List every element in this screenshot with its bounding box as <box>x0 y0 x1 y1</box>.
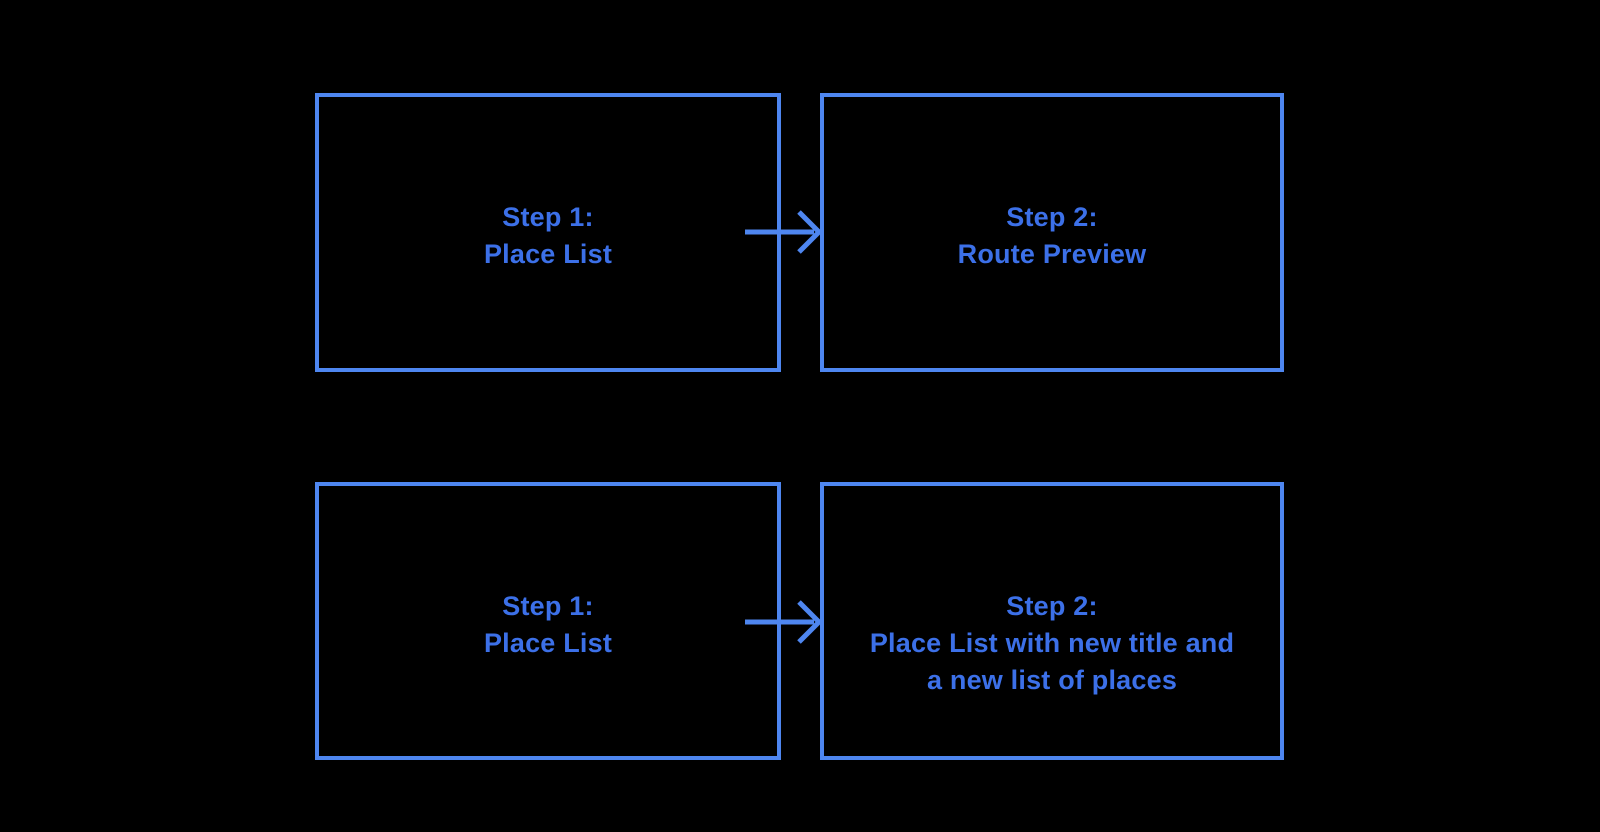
node-label-line: Place List with new title and <box>869 628 1235 658</box>
node-step1-place-list: Step 1: Place List <box>315 93 781 372</box>
node-label-line: a new list of places <box>926 665 1178 695</box>
node-label-line: Step 1: <box>502 202 594 232</box>
node-label-line: Step 2: <box>1006 591 1098 621</box>
node-label: Step 1: Place List <box>319 588 777 662</box>
right-arrow-connector <box>745 210 823 254</box>
node-label-line: Place List <box>483 628 613 658</box>
node-label: Step 2: Place List with new title and a … <box>824 588 1280 699</box>
node-label-line: Step 2: <box>1006 202 1098 232</box>
node-label-line: Route Preview <box>957 239 1147 269</box>
node-step2-place-list-new: Step 2: Place List with new title and a … <box>820 482 1284 760</box>
node-label: Step 1: Place List <box>319 199 777 273</box>
node-label-line: Step 1: <box>502 591 594 621</box>
node-step2-route-preview: Step 2: Route Preview <box>820 93 1284 372</box>
node-label-line: Place List <box>483 239 613 269</box>
right-arrow-connector <box>745 600 823 644</box>
node-label: Step 2: Route Preview <box>824 199 1280 273</box>
node-step1-place-list: Step 1: Place List <box>315 482 781 760</box>
